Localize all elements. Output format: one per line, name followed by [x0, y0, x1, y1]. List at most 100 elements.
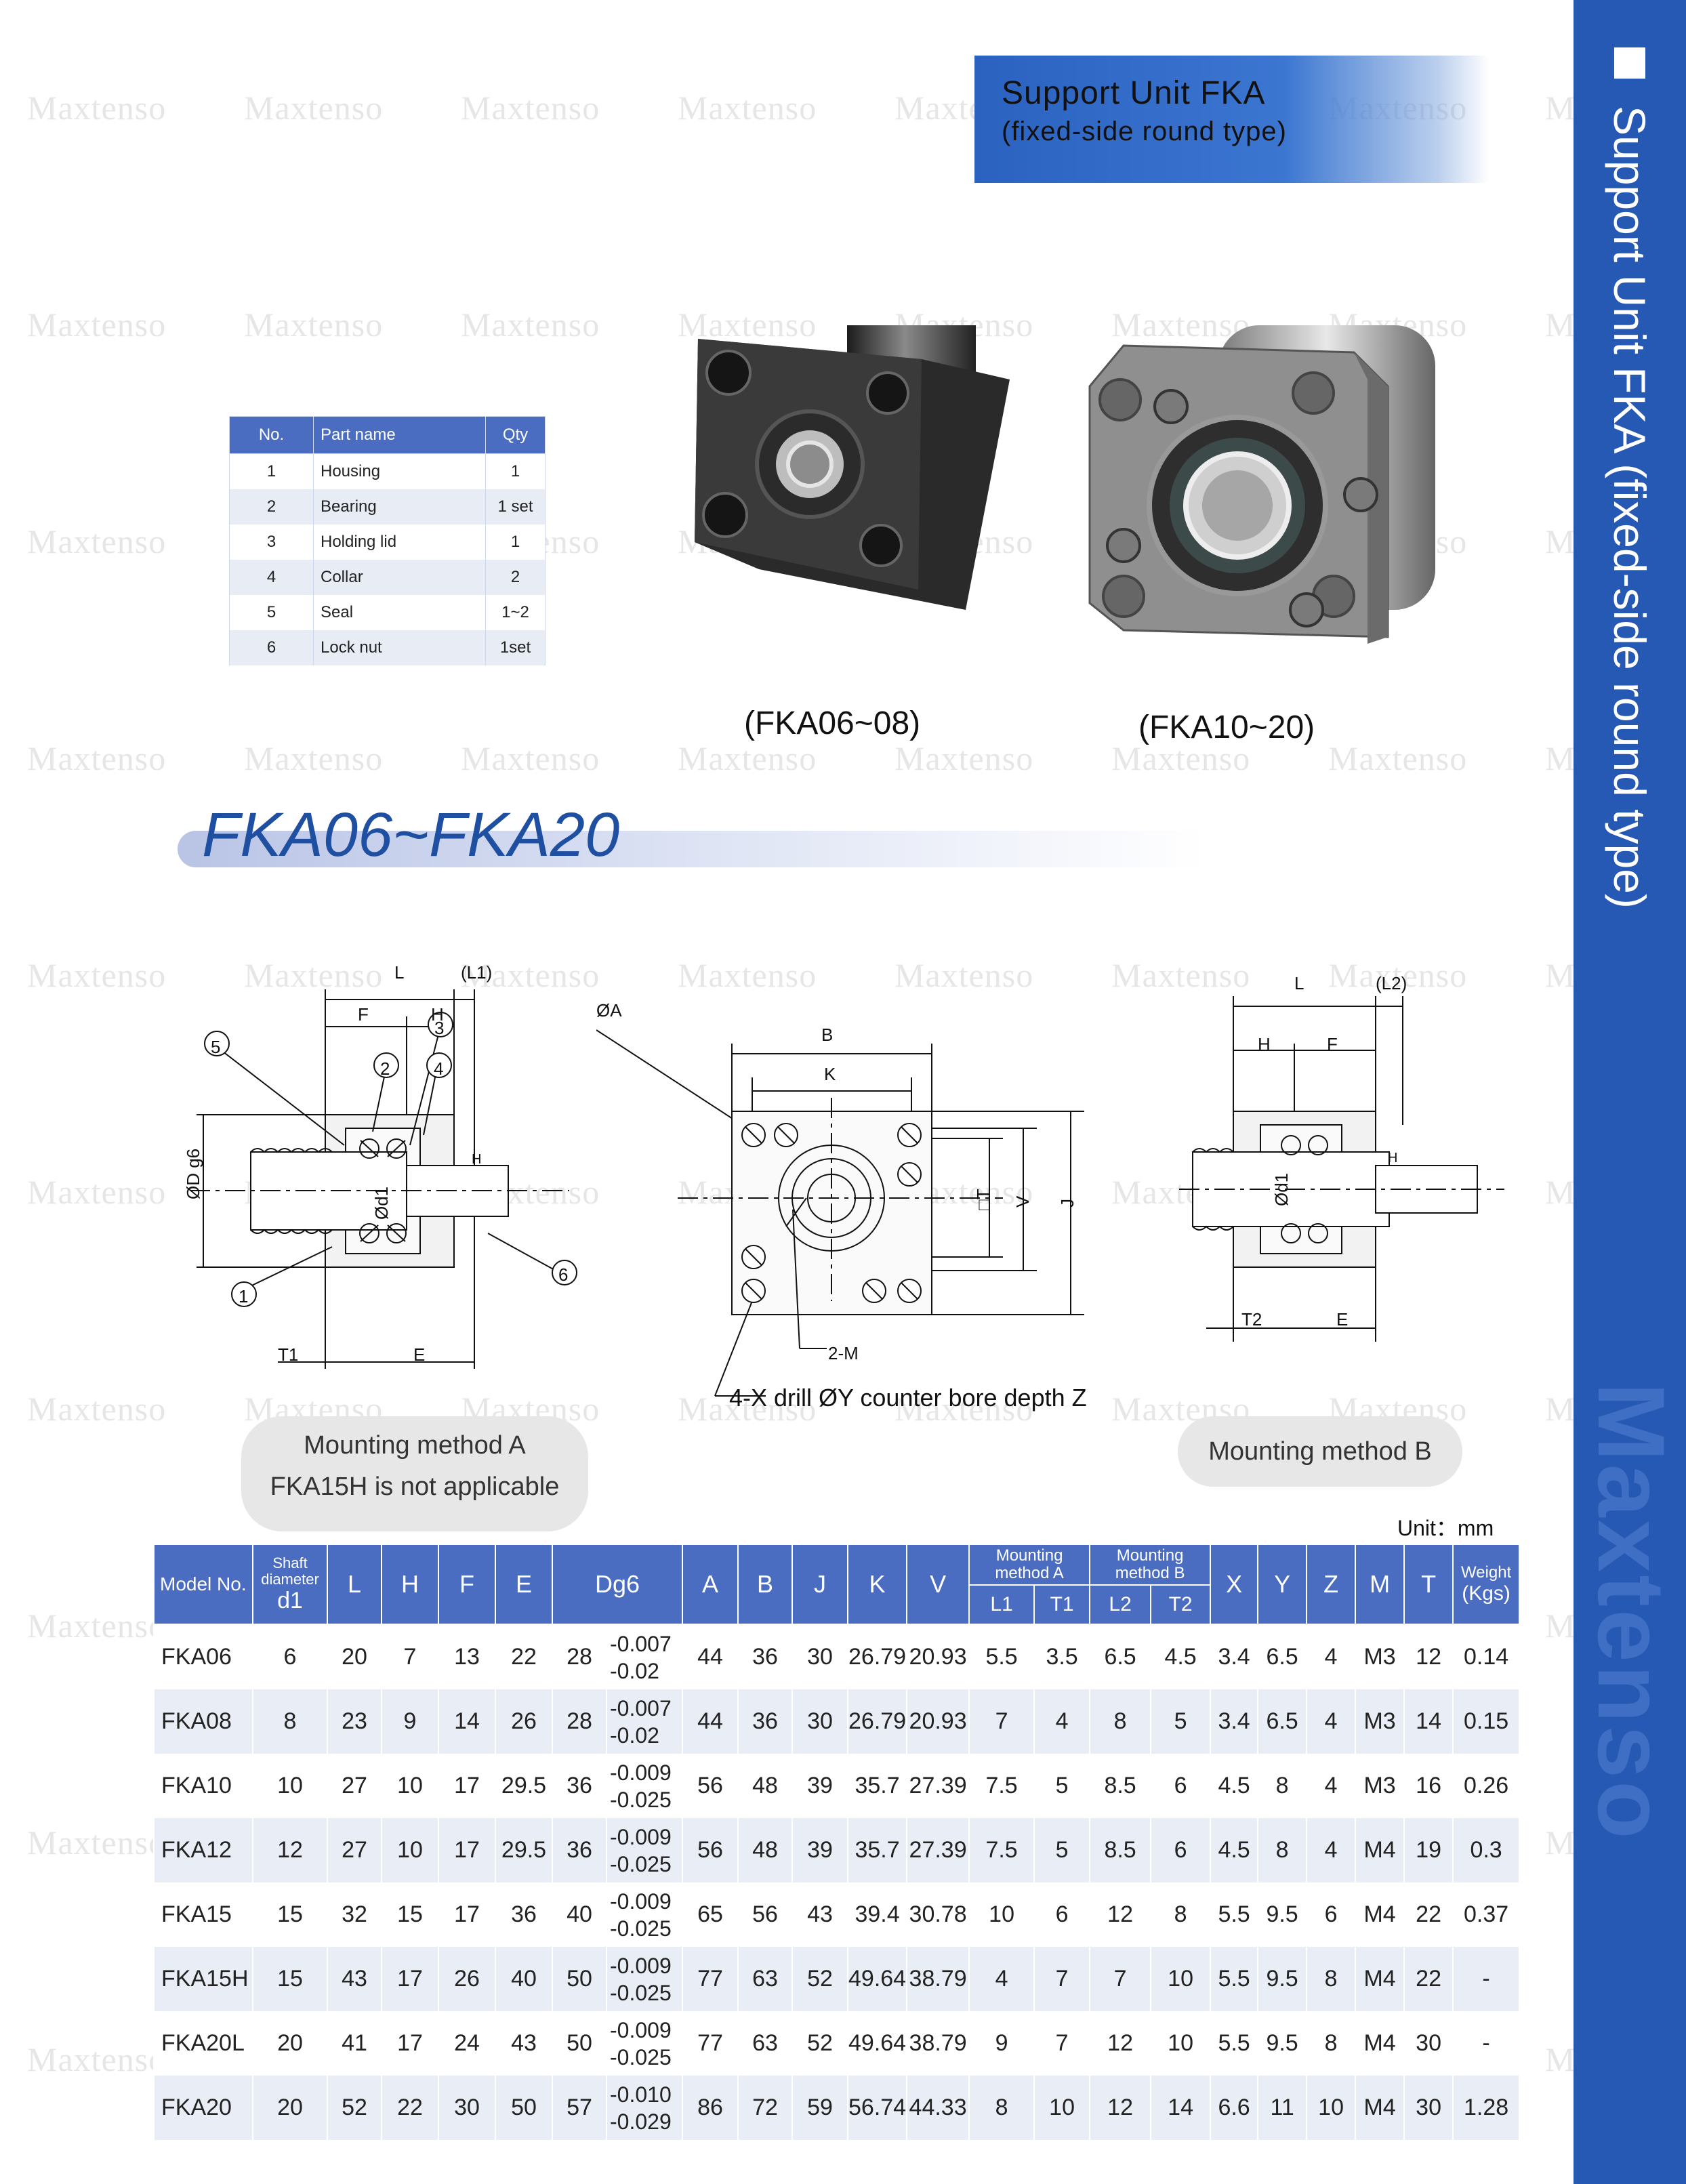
- mounting-method-a-badge: Mounting method A FKA15H is not applicab…: [241, 1416, 588, 1531]
- spec-cell-x: 4.5: [1210, 1818, 1259, 1882]
- spec-header-T2: T2: [1150, 1584, 1212, 1625]
- spec-cell-a: 56: [682, 1818, 739, 1882]
- parts-cell-qty: 1: [485, 524, 546, 560]
- page-subtitle: (fixed-side round type): [1002, 117, 1287, 146]
- product-label-fka10-20: (FKA10~20): [1138, 709, 1315, 745]
- spec-header-Z: Z: [1306, 1544, 1357, 1625]
- parts-cell-name: Seal: [313, 595, 486, 630]
- spec-header-V: V: [906, 1544, 970, 1625]
- spec-cell-d1: 6: [252, 1624, 328, 1689]
- spec-cell-b: 56: [737, 1882, 793, 1947]
- watermark-text: Maxtenso: [244, 89, 384, 127]
- dim-K: K: [824, 1064, 836, 1084]
- spec-cell-f: 30: [438, 2076, 496, 2140]
- spec-cell-l2: 8.5: [1089, 1754, 1152, 1818]
- spec-cell-l2: 12: [1089, 2076, 1152, 2140]
- dim-H-right: H: [1258, 1034, 1271, 1054]
- spec-cell-t2: 6: [1150, 1754, 1212, 1818]
- spec-table: Model No. Shaft diameter d1 L H F E Dg6 …: [153, 1544, 1521, 2140]
- spec-cell-k: 49.64: [846, 1947, 908, 2011]
- spec-header-Y: Y: [1257, 1544, 1308, 1625]
- spec-cell-d: 50: [552, 1947, 607, 2011]
- spec-cell-model: FKA15H: [153, 1947, 253, 2011]
- spec-cell-t1: 4: [1033, 1689, 1091, 1754]
- spec-cell-d1: 20: [252, 2076, 328, 2140]
- dim-2-M: 2-M: [828, 1343, 859, 1363]
- spec-cell-z: 4: [1306, 1689, 1357, 1754]
- dim-E-right: E: [1336, 1309, 1349, 1330]
- dim-T-square: □T: [973, 1189, 993, 1210]
- spec-cell-d: 28: [552, 1689, 607, 1754]
- watermark-text: Maxtenso: [27, 1390, 167, 1428]
- spec-cell-l2: 12: [1089, 1882, 1152, 1947]
- dim-H-small-left: H: [472, 1152, 482, 1167]
- spec-cell-t: 30: [1403, 2076, 1454, 2140]
- spec-cell-t1: 5: [1033, 1754, 1091, 1818]
- dim-T2: T2: [1241, 1309, 1262, 1330]
- dim-T1: T1: [278, 1344, 299, 1365]
- spec-cell-j: 39: [791, 1754, 848, 1818]
- spec-header-H: H: [381, 1544, 439, 1625]
- spec-cell-w: 0.15: [1452, 1689, 1521, 1754]
- spec-cell-e: 29.5: [495, 1754, 553, 1818]
- tolerance-upper: -0.007: [610, 1631, 672, 1656]
- watermark-text: Maxtenso: [1111, 306, 1251, 344]
- drill-note: 4-X drill ØY counter bore depth Z: [729, 1384, 1087, 1412]
- spec-cell-h: 10: [381, 1818, 439, 1882]
- spec-cell-l1: 7: [968, 1689, 1035, 1754]
- spec-cell-b: 36: [737, 1689, 793, 1754]
- spec-cell-v: 38.79: [906, 2011, 970, 2076]
- spec-cell-model: FKA12: [153, 1818, 253, 1882]
- spec-cell-l2: 6.5: [1089, 1624, 1152, 1689]
- dim-V: V: [1012, 1195, 1033, 1208]
- spec-cell-t2: 14: [1150, 2076, 1212, 2140]
- spec-cell-model: FKA20: [153, 2076, 253, 2140]
- spec-cell-k: 35.7: [846, 1754, 908, 1818]
- tolerance-lower: -0.025: [610, 1851, 672, 1876]
- spec-cell-t2: 4.5: [1150, 1624, 1212, 1689]
- watermark-text: Maxtenso: [27, 1607, 167, 1645]
- spec-cell-l: 27: [327, 1818, 382, 1882]
- header-box: [974, 56, 1489, 183]
- watermark-text: Maxtenso: [678, 306, 817, 344]
- spec-cell-v: 20.93: [906, 1689, 970, 1754]
- callout-2: 2: [380, 1058, 390, 1079]
- watermark-text: Maxtenso: [678, 739, 817, 777]
- spec-cell-w: 0.3: [1452, 1818, 1521, 1882]
- spec-cell-d1: 8: [252, 1689, 328, 1754]
- spec-cell-m: M4: [1355, 2076, 1405, 2140]
- spec-cell-z: 8: [1306, 2011, 1357, 2076]
- watermark-text: Maxtenso: [461, 739, 600, 777]
- spec-cell-l2: 7: [1089, 1947, 1152, 2011]
- parts-header-name: Part name: [313, 416, 486, 454]
- watermark-text: Maxtenso: [27, 306, 167, 344]
- spec-cell-f: 17: [438, 1818, 496, 1882]
- spec-cell-d: 50: [552, 2011, 607, 2076]
- spec-cell-t1: 5: [1033, 1818, 1091, 1882]
- spec-cell-l1: 8: [968, 2076, 1035, 2140]
- spec-cell-y: 6.5: [1257, 1624, 1308, 1689]
- spec-cell-b: 63: [737, 2011, 793, 2076]
- dim-E-left: E: [413, 1344, 426, 1365]
- spec-header-T1: T1: [1033, 1584, 1091, 1625]
- spec-cell-model: FKA15: [153, 1882, 253, 1947]
- parts-cell-name: Holding lid: [313, 524, 486, 560]
- spec-cell-k: 49.64: [846, 2011, 908, 2076]
- spec-cell-e: 29.5: [495, 1818, 553, 1882]
- drawing-front-view: [596, 1029, 1084, 1397]
- tolerance-upper: -0.009: [610, 1760, 672, 1785]
- watermark-text: Maxtenso: [244, 306, 384, 344]
- spec-cell-v: 38.79: [906, 1947, 970, 2011]
- spec-cell-m: M4: [1355, 1818, 1405, 1882]
- spec-cell-l: 41: [327, 2011, 382, 2076]
- spec-cell-z: 10: [1306, 2076, 1357, 2140]
- spec-cell-t2: 8: [1150, 1882, 1212, 1947]
- dim-L-left: L: [394, 962, 405, 983]
